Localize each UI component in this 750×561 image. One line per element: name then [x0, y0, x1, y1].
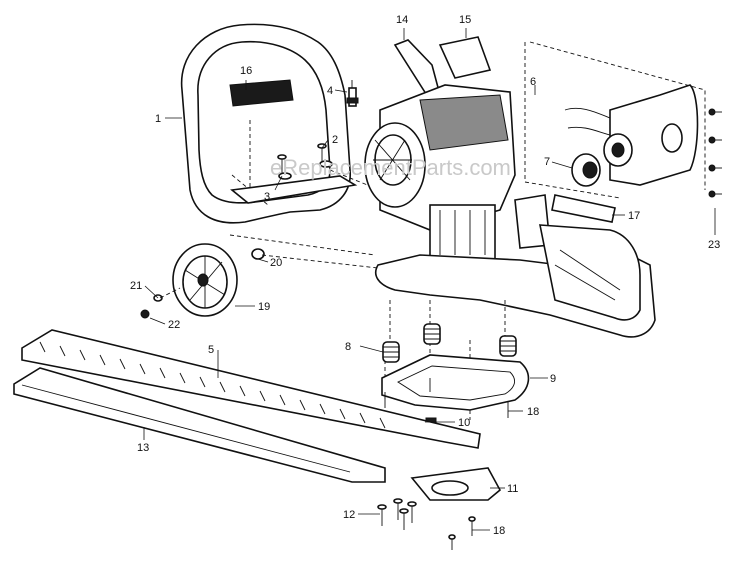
vibration-springs-part [382, 323, 517, 363]
callout-10: 10 [458, 417, 470, 429]
spark-plug-part [346, 80, 359, 107]
callout-17: 17 [628, 210, 640, 222]
cutting-blade-part [21, 329, 481, 449]
blade-pins-part [384, 378, 509, 418]
callout-12: 12 [343, 509, 355, 521]
top-cover-part [438, 36, 492, 79]
watermark-text: eReplacementParts.com [270, 155, 511, 180]
nut-part [140, 309, 150, 319]
callout-3: 3 [264, 191, 270, 203]
callout-11: 11 [507, 483, 518, 495]
callout-numbers: 1 2 3 4 5 6 7 8 9 10 11 12 13 14 15 16 1… [130, 14, 720, 537]
washer-part [251, 248, 265, 260]
carburetor-assembly-part [524, 41, 706, 199]
callout-13: 13 [137, 442, 149, 454]
callout-leader-lines [143, 28, 716, 531]
callout-16: 16 [240, 65, 252, 77]
assembly-guide-lines [159, 234, 506, 420]
callout-18a: 18 [527, 406, 539, 418]
mounting-plate-part [381, 354, 530, 411]
callout-7: 7 [544, 156, 550, 168]
callout-14: 14 [396, 14, 408, 26]
callout-20: 20 [270, 257, 282, 269]
callout-6: 6 [530, 76, 536, 88]
callout-9: 9 [550, 373, 556, 385]
callout-19: 19 [258, 301, 270, 313]
side-panel-part [393, 39, 441, 98]
grip-strip-part [551, 194, 616, 223]
blade-plate-part [410, 467, 502, 501]
callout-22: 22 [168, 319, 180, 331]
bottom-screws-part [448, 516, 476, 550]
handle-housing-part [180, 23, 381, 224]
guide-pins-part [377, 498, 417, 530]
blade-guard-part [13, 367, 386, 483]
gear-cam-part [172, 243, 238, 317]
callout-23: 23 [708, 239, 720, 251]
callout-18b: 18 [493, 525, 505, 537]
callout-21: 21 [130, 280, 142, 292]
callout-2: 2 [332, 134, 338, 146]
primer-bulb-part [571, 153, 601, 187]
engine-assembly-part [364, 84, 551, 261]
callout-5: 5 [208, 344, 214, 356]
callout-15: 15 [459, 14, 471, 26]
callout-1: 1 [155, 113, 161, 125]
screw-parts [277, 143, 333, 180]
rear-handle-base-part [374, 194, 656, 338]
carburetor-screws-part [708, 108, 722, 198]
callout-8: 8 [345, 341, 351, 353]
callout-4: 4 [327, 85, 333, 97]
